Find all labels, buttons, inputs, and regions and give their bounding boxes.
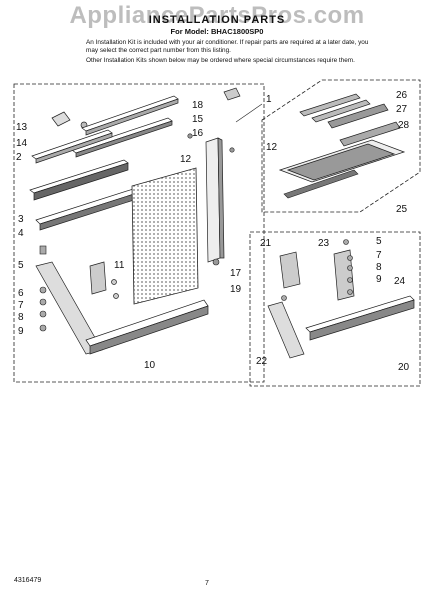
part-24-rail bbox=[305, 295, 415, 341]
callout-25: 25 bbox=[396, 204, 408, 215]
part-27-foam bbox=[327, 103, 389, 129]
foam-kit-box bbox=[261, 79, 421, 213]
part-3-channel bbox=[29, 159, 129, 201]
main-kit-box bbox=[13, 83, 265, 383]
callout-5-left: 5 bbox=[18, 260, 24, 271]
callout-8-left: 8 bbox=[18, 312, 24, 323]
callout-6: 6 bbox=[18, 288, 24, 299]
callout-16: 16 bbox=[192, 128, 204, 139]
callout-17: 17 bbox=[230, 268, 242, 279]
callout-7-right: 7 bbox=[376, 250, 382, 261]
part-17-post bbox=[205, 137, 225, 263]
part-10-support-arm bbox=[35, 261, 209, 355]
part-25-strip bbox=[283, 169, 359, 199]
callout-2: 2 bbox=[16, 152, 22, 163]
page-title: INSTALLATION PARTS bbox=[148, 14, 286, 26]
bracket-kit-box bbox=[249, 231, 421, 387]
part-12-mesh-panel bbox=[131, 167, 199, 305]
part-11-bracket bbox=[89, 261, 119, 299]
callout-11: 11 bbox=[114, 260, 125, 271]
callout-20: 20 bbox=[398, 362, 410, 373]
part-26-foam-seal bbox=[299, 93, 371, 123]
callout-10: 10 bbox=[144, 360, 156, 371]
part-12-frame-kit bbox=[278, 139, 406, 183]
part-2-top-rail bbox=[31, 95, 179, 164]
note-kit-included: An Installation Kit is included with you… bbox=[86, 39, 369, 54]
callout-28: 28 bbox=[398, 120, 410, 131]
callout-19: 19 bbox=[230, 284, 242, 295]
part-18-block bbox=[223, 87, 241, 101]
part-13-clip bbox=[51, 111, 88, 129]
installation-notes: An Installation Kit is included with you… bbox=[86, 39, 376, 67]
callout-13: 13 bbox=[16, 122, 28, 133]
callout-24: 24 bbox=[394, 276, 406, 287]
callout-9-left: 9 bbox=[18, 326, 24, 337]
callout-9-right: 9 bbox=[376, 274, 382, 285]
callout-7-left: 7 bbox=[18, 300, 24, 311]
page-number: 7 bbox=[205, 580, 209, 587]
callout-1: 1 bbox=[266, 94, 272, 105]
callout-15: 15 bbox=[192, 114, 204, 125]
callout-4: 4 bbox=[18, 228, 24, 239]
callout-12-left: 12 bbox=[180, 154, 192, 165]
part-22-arm bbox=[267, 301, 305, 359]
watermark-logo: AppliancePartsPros.com bbox=[69, 2, 365, 29]
callout-14: 14 bbox=[16, 138, 28, 149]
part-21-bracket bbox=[279, 251, 301, 289]
callout-22: 22 bbox=[256, 356, 268, 367]
callout-labels: 1 2 3 4 5 6 7 8 9 10 11 12 13 14 15 16 1… bbox=[16, 90, 410, 373]
callout-26: 26 bbox=[396, 90, 408, 101]
screws-15-16-19 bbox=[187, 133, 235, 266]
left-hardware-stack bbox=[39, 245, 47, 332]
callout-18: 18 bbox=[192, 100, 204, 111]
model-subtitle: For Model: BHAC1800SP0 bbox=[170, 27, 264, 36]
callout-23: 23 bbox=[318, 238, 330, 249]
part-28-foam bbox=[339, 121, 401, 147]
callout-3: 3 bbox=[18, 214, 24, 225]
right-hardware-stack bbox=[281, 239, 353, 301]
part-23-bracket bbox=[333, 249, 355, 301]
note-other-kits: Other Installation Kits shown below may … bbox=[86, 57, 355, 64]
callout-8-right: 8 bbox=[376, 262, 382, 273]
document-number: 4316479 bbox=[14, 577, 42, 584]
callout-5-right: 5 bbox=[376, 236, 382, 247]
callout-27: 27 bbox=[396, 104, 408, 115]
callout-12-kit: 12 bbox=[266, 142, 278, 153]
callout-21: 21 bbox=[260, 238, 272, 249]
